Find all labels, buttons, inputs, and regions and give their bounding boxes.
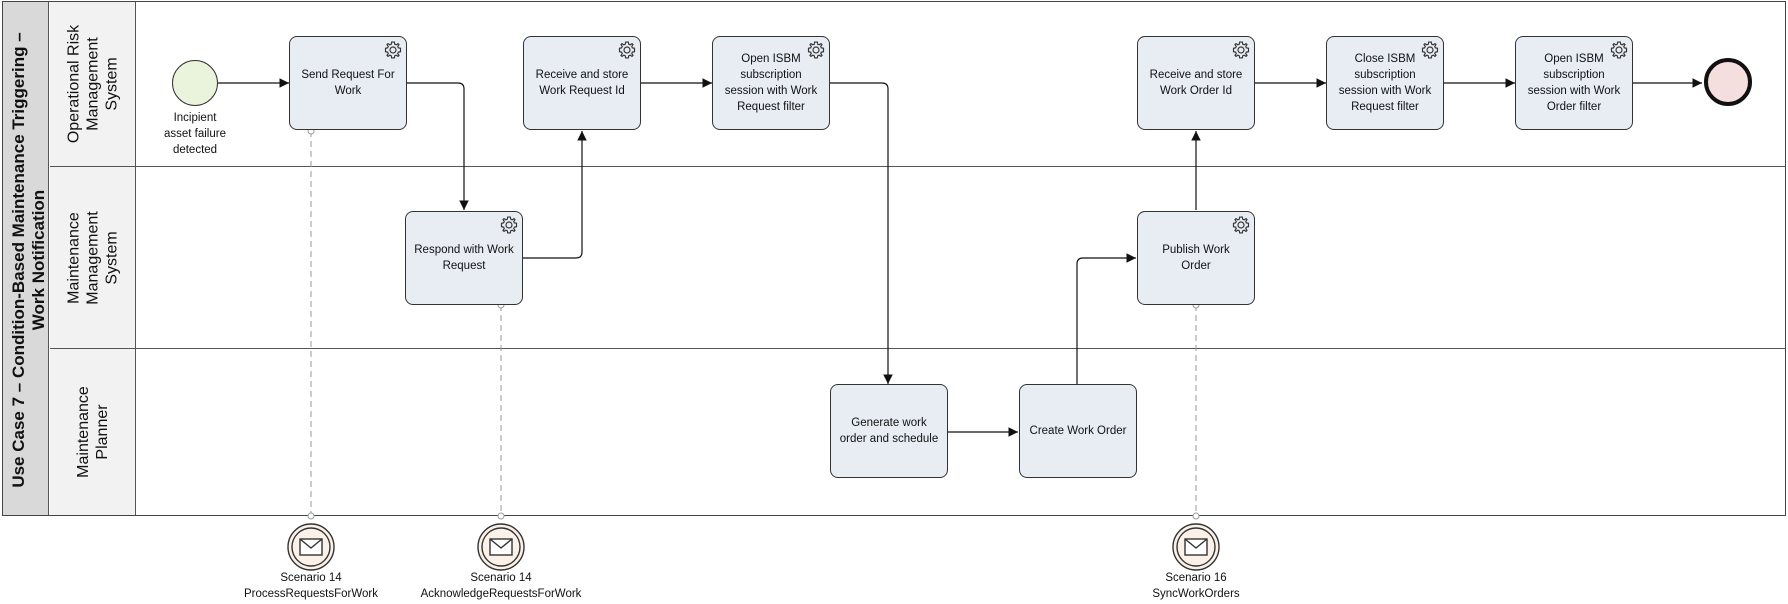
task-label: Publish Work Order [1162,244,1230,272]
flow-send-to-respond [407,82,469,210]
task-label: Open ISBM subscription session with Work… [1527,53,1621,113]
message-event-label: Scenario 14 AcknowledgeRequestsForWork [411,570,591,602]
envelope-icon[interactable] [286,522,336,572]
task-label: Close ISBM subscription session with Wor… [1338,53,1432,113]
gear-icon [617,40,637,60]
gear-icon [1420,40,1440,60]
task-label: Generate work order and schedule [839,417,939,445]
task-receive-work-request-id[interactable]: Receive and store Work Request Id [523,36,641,130]
message-scenario: Scenario 14 [280,572,342,584]
task-generate-work-order[interactable]: Generate work order and schedule [830,384,948,478]
lane-header-orms: Operational Risk Management System [50,2,136,166]
task-label: Receive and store Work Order Id [1149,69,1243,97]
flow-create-to-publish [1076,253,1136,384]
pool-border [2,1,1786,516]
task-label: Receive and store Work Request Id [535,69,629,97]
task-receive-work-order-id[interactable]: Receive and store Work Order Id [1137,36,1255,130]
flow-open-isbm-to-generate [830,82,893,384]
end-event[interactable] [1704,58,1752,106]
message-scenario: Scenario 16 [1165,572,1227,584]
task-label: Send Request For Work [301,69,395,97]
gear-icon [1231,40,1251,60]
gear-icon [499,215,519,235]
task-respond-with-work-request[interactable]: Respond with Work Request [405,211,523,305]
task-open-isbm-work-request[interactable]: Open ISBM subscription session with Work… [712,36,830,130]
message-event-label: Scenario 16 SyncWorkOrders [1106,570,1286,602]
gear-icon [1231,215,1251,235]
message-name: SyncWorkOrders [1152,588,1240,600]
envelope-icon[interactable] [1171,522,1221,572]
lane-header-planner: Maintenance Planner [50,349,136,515]
flow-respond-to-receive-wr [523,131,587,259]
association-anchor [307,512,315,520]
gear-icon [383,40,403,60]
task-send-request-for-work[interactable]: Send Request For Work [289,36,407,130]
lane-divider [50,348,1786,349]
message-event-label: Scenario 14 ProcessRequestsForWork [221,570,401,602]
start-event[interactable] [172,60,218,106]
task-label: Create Work Order [1029,425,1127,437]
start-event-label: Incipient asset failure detected [163,112,226,156]
gear-icon [806,40,826,60]
task-close-isbm-work-request[interactable]: Close ISBM subscription session with Wor… [1326,36,1444,130]
task-open-isbm-work-order[interactable]: Open ISBM subscription session with Work… [1515,36,1633,130]
pool-header: Use Case 7 – Condition-Based Maintenance… [3,2,49,515]
association-anchor [1192,512,1200,520]
message-scenario: Scenario 14 [470,572,532,584]
task-label: Respond with Work Request [414,244,514,272]
task-publish-work-order[interactable]: Publish Work Order [1137,211,1255,305]
task-label: Open ISBM subscription session with Work… [724,53,818,113]
envelope-icon[interactable] [476,522,526,572]
task-create-work-order[interactable]: Create Work Order [1019,384,1137,478]
message-name: ProcessRequestsForWork [244,588,378,600]
message-name: AcknowledgeRequestsForWork [420,588,582,600]
lane-divider [50,166,1786,167]
lane-header-mms: Maintenance Management System [50,167,136,348]
gear-icon [1609,40,1629,60]
association-anchor [497,512,505,520]
